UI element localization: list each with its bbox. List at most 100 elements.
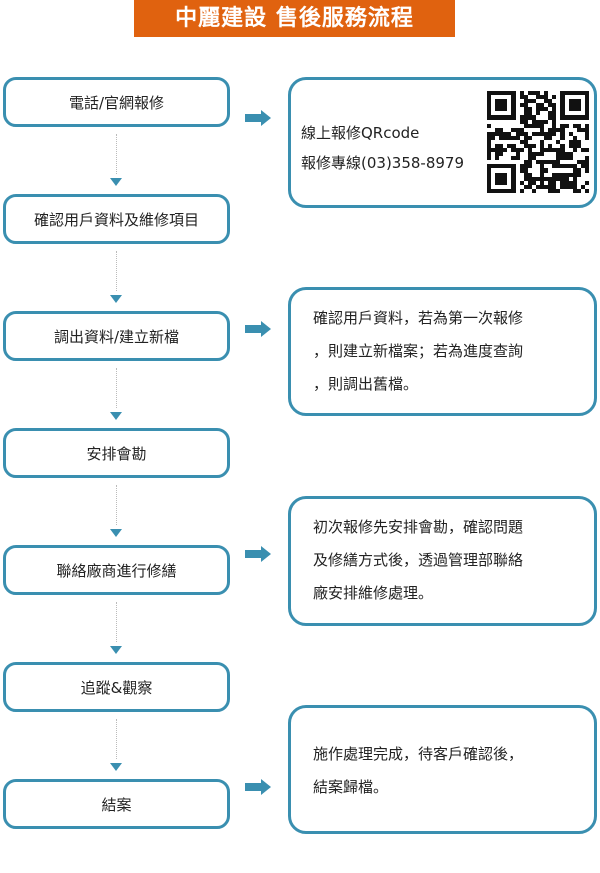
qr-module: [540, 164, 545, 169]
qr-module: [535, 156, 541, 161]
qr-module: [556, 99, 561, 104]
qr-module: [552, 131, 557, 136]
qr-module: [564, 156, 569, 161]
qr-module: [511, 184, 516, 189]
qr-module: [507, 127, 512, 132]
qr-module: [548, 176, 553, 181]
qr-module: [556, 188, 561, 193]
qr-module: [564, 168, 569, 173]
qr-module: [487, 160, 492, 165]
qr-module: [560, 172, 565, 177]
qr-module: [584, 103, 589, 108]
qr-code-icon[interactable]: [487, 91, 589, 193]
qr-module: [523, 107, 528, 112]
qr-module: [523, 184, 528, 189]
qr-module: [572, 168, 577, 173]
qr-module: [507, 123, 512, 128]
qr-module: [564, 115, 569, 120]
qr-module: [499, 152, 504, 157]
qr-module: [540, 107, 545, 112]
qr-module: [507, 119, 512, 124]
qr-module: [548, 123, 553, 128]
qr-module: [568, 91, 573, 96]
qr-module: [511, 164, 516, 169]
qr-module: [491, 160, 496, 165]
note-line: ，則調出舊檔。: [313, 375, 419, 393]
qr-module: [527, 156, 532, 161]
qr-module: [540, 135, 545, 140]
qr-module: [576, 127, 581, 132]
qr-module: [584, 168, 589, 173]
qr-module: [499, 135, 504, 140]
qr-module: [531, 164, 536, 169]
note-line: 初次報修先安排會勘，確認問題: [313, 518, 524, 536]
qr-module: [527, 172, 532, 177]
qr-module: [544, 123, 549, 128]
qr-module: [556, 139, 561, 145]
qr-module: [495, 180, 500, 185]
qr-module: [568, 168, 573, 173]
qr-module: [507, 180, 512, 185]
qr-module: [527, 184, 532, 189]
qr-module: [511, 107, 516, 112]
qr-module: [495, 103, 500, 108]
qr-module: [503, 107, 508, 112]
qr-module: [548, 180, 553, 185]
qr-module: [503, 119, 508, 124]
qr-module: [519, 103, 524, 108]
qr-module: [491, 172, 496, 177]
qr-module: [564, 160, 569, 165]
qr-module: [495, 160, 500, 165]
qr-module: [531, 103, 536, 108]
qr-module: [495, 107, 500, 112]
qr-module: [568, 119, 573, 124]
qr-module: [568, 172, 573, 177]
qr-module: [580, 135, 585, 140]
qr-module: [515, 107, 520, 112]
note-line: 施作處理完成，待客戶確認後，: [313, 745, 524, 763]
qr-module: [511, 135, 516, 140]
qr-module: [487, 131, 492, 136]
connector-line: [116, 134, 117, 174]
qr-module: [491, 148, 496, 153]
qr-module: [527, 180, 532, 185]
qr-module: [515, 168, 520, 173]
qr-module: [503, 164, 508, 169]
qr-module: [531, 144, 536, 149]
qr-module: [531, 107, 536, 112]
qr-module: [552, 172, 557, 177]
qr-module: [523, 99, 528, 104]
step-phone-report: 電話/官網報修: [3, 77, 230, 127]
qr-module: [560, 176, 565, 181]
qr-module: [544, 144, 549, 149]
qr-module: [560, 184, 565, 189]
qr-module: [540, 160, 545, 165]
qr-module: [584, 164, 589, 169]
qr-module: [560, 152, 565, 157]
qr-module: [499, 180, 504, 185]
qr-module: [531, 184, 536, 189]
qr-module: [572, 123, 577, 128]
qr-module: [519, 144, 524, 149]
qr-module: [495, 91, 500, 96]
qr-module: [560, 119, 565, 124]
qr-module: [491, 111, 496, 116]
qr-module: [507, 160, 512, 165]
down-arrow-icon: [110, 646, 122, 654]
qr-module: [580, 172, 585, 177]
qr-module: [580, 103, 585, 108]
qr-module: [531, 148, 536, 153]
qr-module: [580, 127, 585, 132]
qr-module: [556, 180, 561, 185]
qr-module: [544, 156, 549, 161]
qr-module: [507, 103, 512, 108]
qr-module: [519, 107, 524, 112]
qr-module: [540, 91, 545, 96]
qr-module: [564, 180, 569, 185]
qr-module: [568, 176, 573, 181]
qr-module: [495, 148, 500, 153]
qr-module: [515, 184, 520, 189]
qr-module: [487, 156, 492, 161]
qr-module: [487, 168, 492, 173]
qr-module: [487, 188, 492, 193]
